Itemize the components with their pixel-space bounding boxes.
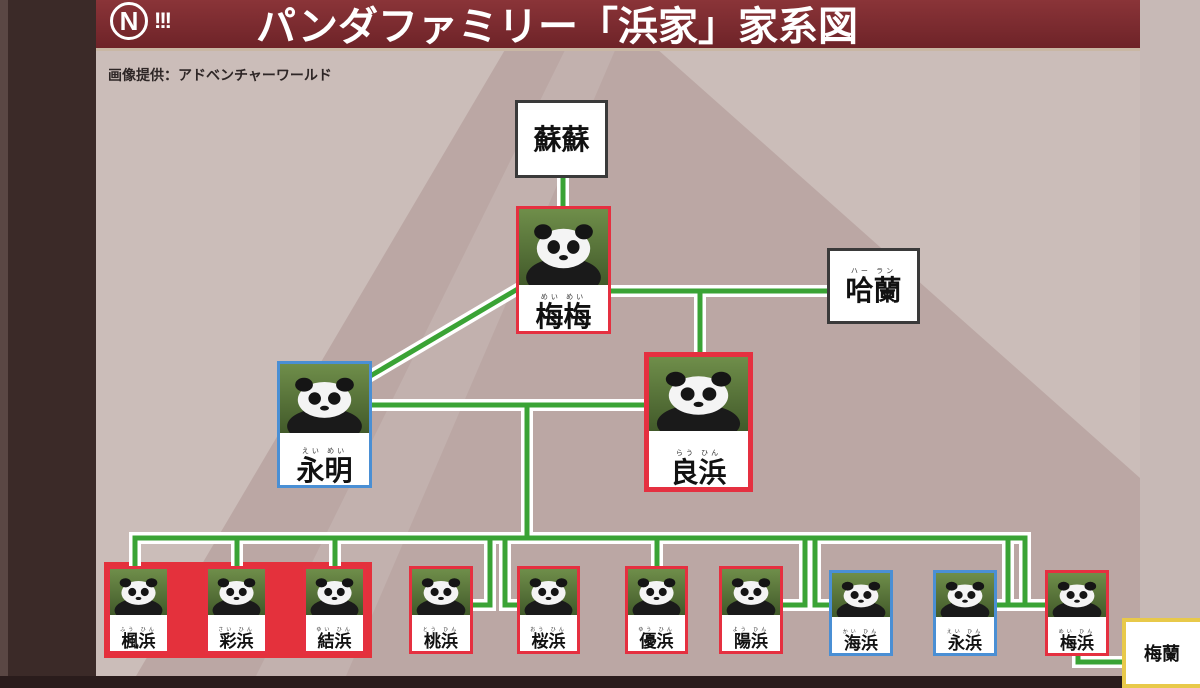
name-child: 楓浜 (121, 632, 156, 652)
panda-photo-icon (519, 209, 608, 285)
card-child: ゆい ひん 結浜 (303, 566, 366, 654)
card-sosu: 蘇蘇 (515, 100, 608, 178)
panda-photo-icon (1048, 573, 1106, 617)
name-child: 彩浜 (219, 632, 254, 652)
panda-photo-icon (936, 573, 994, 617)
name-child: 優浜 (639, 632, 674, 652)
name-haran: 哈蘭 (845, 273, 902, 307)
panda-photo-icon (412, 569, 470, 615)
panda-photo-icon (208, 569, 265, 615)
image-credit: 画像提供：アドベンチャーワールド (108, 68, 332, 84)
connector-line (368, 286, 520, 379)
backdrop-shapes (136, 48, 1140, 676)
panda-photo-icon (110, 569, 167, 615)
name-child: 陽浜 (734, 632, 768, 652)
left-edge (0, 0, 8, 676)
channel-logo: N (110, 2, 148, 40)
card-child: えい ひん 永浜 (933, 570, 997, 656)
name-meiran: 梅蘭 (1144, 644, 1180, 665)
name-child: 桃浜 (424, 632, 458, 652)
panda-photo-icon (722, 569, 780, 615)
title-bar: N !!! パンダファミリー「浜家」家系図 (96, 0, 1140, 51)
panda-photo-icon (306, 569, 363, 615)
name-rauhin: 良浜 (670, 456, 727, 489)
name-eimei: 永明 (296, 454, 353, 487)
panda-photo-icon (649, 357, 748, 431)
card-child: ふう ひん 楓浜 (107, 566, 170, 654)
page-title: パンダファミリー「浜家」家系図 (256, 4, 858, 50)
right-strip (1140, 0, 1200, 676)
name-sosu: 蘇蘇 (533, 123, 590, 156)
name-child: 永浜 (948, 634, 982, 654)
panda-photo-icon (832, 573, 890, 617)
name-child: 梅浜 (1060, 634, 1094, 654)
panda-photo-icon (280, 364, 369, 433)
channel-logo-marks: !!! (154, 8, 172, 33)
card-child: さい ひん 彩浜 (205, 566, 268, 654)
left-bezel (0, 0, 96, 676)
card-haran: ハー ラン哈蘭 (827, 248, 920, 324)
name-meimei: 梅梅 (535, 300, 592, 333)
card-partner-meiran: 梅蘭 (1122, 618, 1200, 688)
card-child: めい ひん 梅浜 (1045, 570, 1109, 656)
name-child: 桜浜 (531, 632, 566, 652)
card-child: よう ひん 陽浜 (719, 566, 783, 654)
card-child: とう ひん 桃浜 (409, 566, 473, 654)
panda-photo-icon (520, 569, 577, 615)
name-child: 結浜 (317, 632, 352, 652)
card-child: ゆう ひん 優浜 (625, 566, 688, 654)
card-child: かい ひん 海浜 (829, 570, 893, 656)
card-meimei: めい めい梅梅 (516, 206, 611, 334)
card-rauhin: らう ひん良浜 (644, 352, 753, 492)
panda-photo-icon (628, 569, 685, 615)
card-eimei: えい めい永明 (277, 361, 372, 488)
card-child: おう ひん 桜浜 (517, 566, 580, 654)
name-child: 海浜 (844, 634, 878, 654)
